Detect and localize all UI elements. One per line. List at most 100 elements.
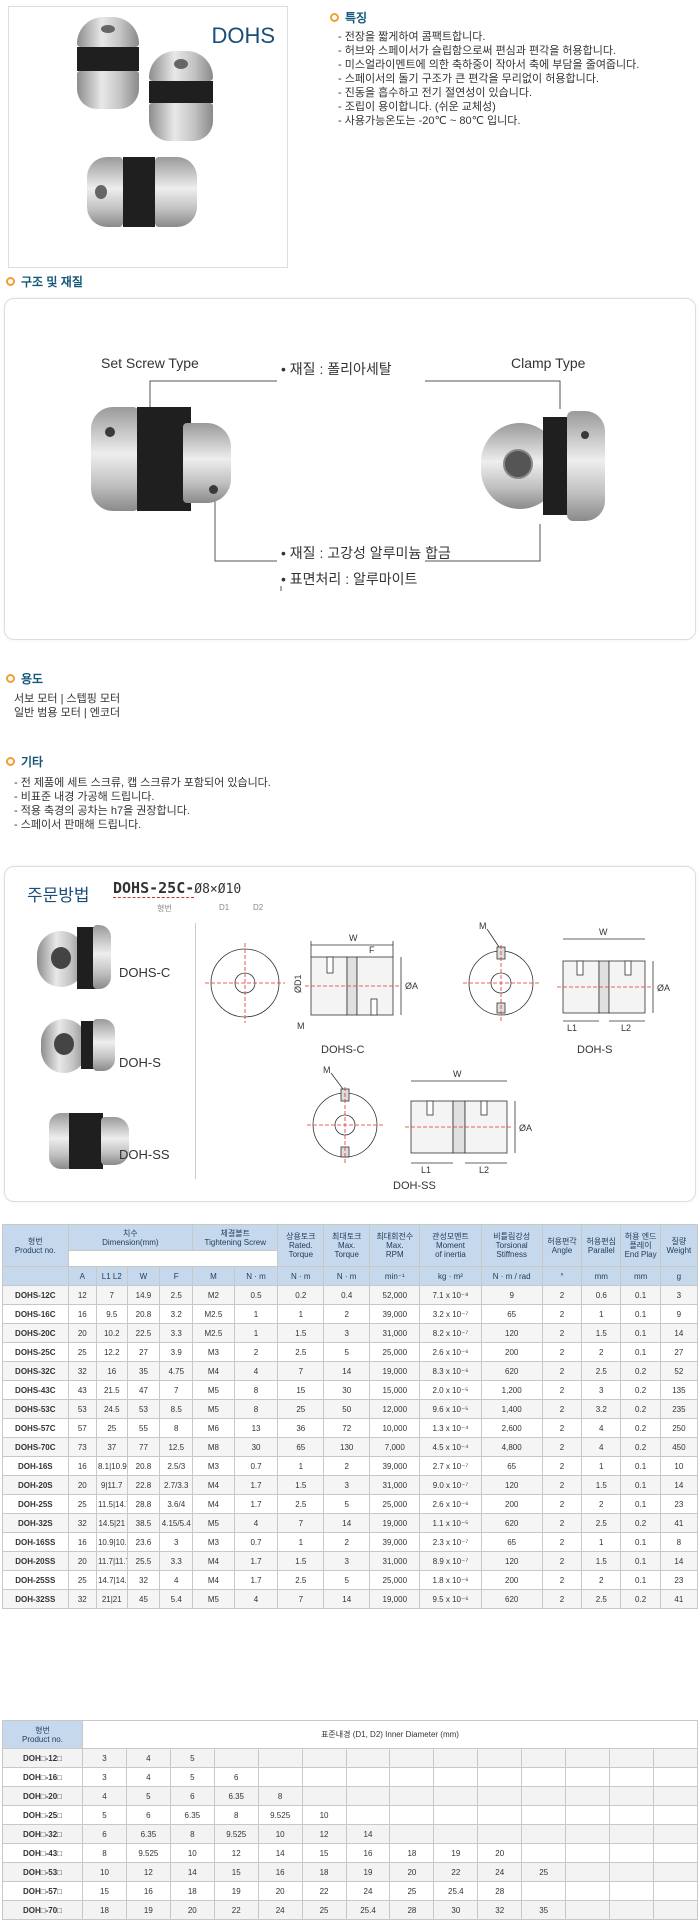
spec-cell: 0.1: [620, 1551, 661, 1571]
spec-cell: 2.5: [277, 1570, 325, 1590]
diameter-cell-model: DOH□-43□: [2, 1843, 83, 1863]
spec-cell: 28.8: [126, 1494, 161, 1514]
dim-l1-ss: L1: [421, 1165, 431, 1175]
th-unit: mm: [620, 1266, 661, 1286]
spec-cell: 11.5|14.7: [95, 1494, 128, 1514]
diameter-cell: 25: [521, 1862, 567, 1882]
spec-cell: 0.2: [620, 1589, 661, 1609]
diameter-cell: [521, 1881, 567, 1901]
spec-cell: 16: [67, 1304, 97, 1324]
diameter-cell: [609, 1767, 654, 1787]
spec-cell: M3: [192, 1456, 235, 1476]
etc-heading: 기타: [6, 753, 43, 770]
diameter-cell: 5: [82, 1805, 127, 1825]
spec-cell: 55: [126, 1418, 161, 1438]
diameter-cell: 35: [521, 1900, 567, 1920]
spec-cell: 2,600: [480, 1418, 543, 1438]
spec-cell: 12.2: [95, 1342, 128, 1362]
spec-cell: 9: [659, 1304, 699, 1324]
spec-cell: M4: [192, 1494, 235, 1514]
spec-cell-model: DOHS-20C: [2, 1323, 69, 1343]
drawing-doh-s-side: [557, 938, 654, 1022]
spec-cell: 1: [233, 1323, 279, 1343]
spec-cell-model: DOH-16S: [2, 1456, 69, 1476]
spec-cell: 25: [277, 1399, 325, 1419]
diameter-cell: [345, 1786, 391, 1806]
spec-cell: 72: [323, 1418, 371, 1438]
spec-cell: 1.5: [581, 1551, 622, 1571]
spec-cell: 7: [277, 1361, 325, 1381]
spec-cell: 21.5: [95, 1380, 128, 1400]
diameter-cell: [389, 1786, 435, 1806]
bullet-icon: [6, 674, 15, 683]
dim-d1: ØD1: [293, 974, 303, 993]
spec-cell: 1.1 x 10⁻⁵: [419, 1513, 482, 1533]
type-label-ss: DOH-SS: [119, 1147, 170, 1162]
spec-cell: 130: [323, 1437, 371, 1457]
diameter-cell: [257, 1767, 303, 1787]
diameter-cell: [652, 1748, 699, 1768]
diameter-cell: [652, 1824, 699, 1844]
diameter-cell: 14: [345, 1824, 391, 1844]
diameter-cell: [345, 1748, 391, 1768]
type-photo-c: [37, 925, 111, 989]
spec-cell: 0.2: [620, 1399, 661, 1419]
diameter-cell: 25.4: [433, 1881, 479, 1901]
diameter-cell: 15: [301, 1843, 347, 1863]
diameter-cell: 4: [125, 1748, 171, 1768]
order-title: 주문방법: [27, 886, 90, 905]
diameter-cell: [389, 1824, 435, 1844]
spec-cell: 21|21: [95, 1589, 128, 1609]
spec-cell: 1: [277, 1532, 325, 1552]
th-w: W: [126, 1266, 161, 1286]
spec-cell-model: DOH-25S: [2, 1494, 69, 1514]
spec-cell: 57: [67, 1418, 97, 1438]
spec-cell: 25,000: [369, 1494, 421, 1514]
diameter-cell: [609, 1862, 654, 1882]
drawing-doh-s-front: [463, 928, 539, 1021]
spec-cell: 31,000: [369, 1551, 421, 1571]
spec-cell: 1.5: [277, 1323, 325, 1343]
spec-cell-model: DOH-25SS: [2, 1570, 69, 1590]
spec-cell: 0.1: [620, 1532, 661, 1552]
spec-cell: 2: [541, 1589, 583, 1609]
spec-cell: 2.5: [277, 1494, 325, 1514]
diameter-cell: [477, 1767, 523, 1787]
diameter-cell: [433, 1805, 479, 1825]
spec-cell: 0.5: [233, 1285, 279, 1305]
spec-cell: 2: [541, 1342, 583, 1362]
feature-item: - 전장을 짧게하여 콤팩트합니다.: [338, 31, 486, 43]
spec-cell: 3.9: [159, 1342, 194, 1362]
spec-cell: 30: [323, 1380, 371, 1400]
spec-cell: 2: [323, 1304, 371, 1324]
spec-cell: 10.2: [95, 1323, 128, 1343]
spec-cell: 2.6 x 10⁻⁶: [419, 1494, 482, 1514]
diameter-cell: [565, 1824, 611, 1844]
spec-cell: 23.6: [126, 1532, 161, 1552]
spec-cell: 31,000: [369, 1475, 421, 1495]
spec-cell: 1.7: [233, 1494, 279, 1514]
structure-panel: Set Screw Type Clamp Type • 재질 : 폴리아세탈 •…: [4, 298, 696, 640]
product-photo-panel: DOHS: [8, 6, 288, 268]
diameter-cell: [301, 1786, 347, 1806]
spec-cell-model: DOHS-25C: [2, 1342, 69, 1362]
spec-cell: 2: [541, 1494, 583, 1514]
spec-cell: 2.7 x 10⁻⁷: [419, 1456, 482, 1476]
spec-cell: 20.8: [126, 1456, 161, 1476]
diameter-cell: 12: [125, 1862, 171, 1882]
spec-cell: 2.5: [277, 1342, 325, 1362]
spec-cell: M3: [192, 1342, 235, 1362]
diameter-cell: 12: [301, 1824, 347, 1844]
spec-cell: M5: [192, 1589, 235, 1609]
diameter-cell: 6.35: [169, 1805, 215, 1825]
spec-cell: 3.2 x 10⁻⁷: [419, 1304, 482, 1324]
spec-cell: 20: [67, 1551, 97, 1571]
order-panel: 주문방법 DOHS-25C-Ø8×Ø10 형번 D1 D2 DOHS-C DOH…: [4, 866, 696, 1202]
spec-cell: 25: [67, 1494, 97, 1514]
